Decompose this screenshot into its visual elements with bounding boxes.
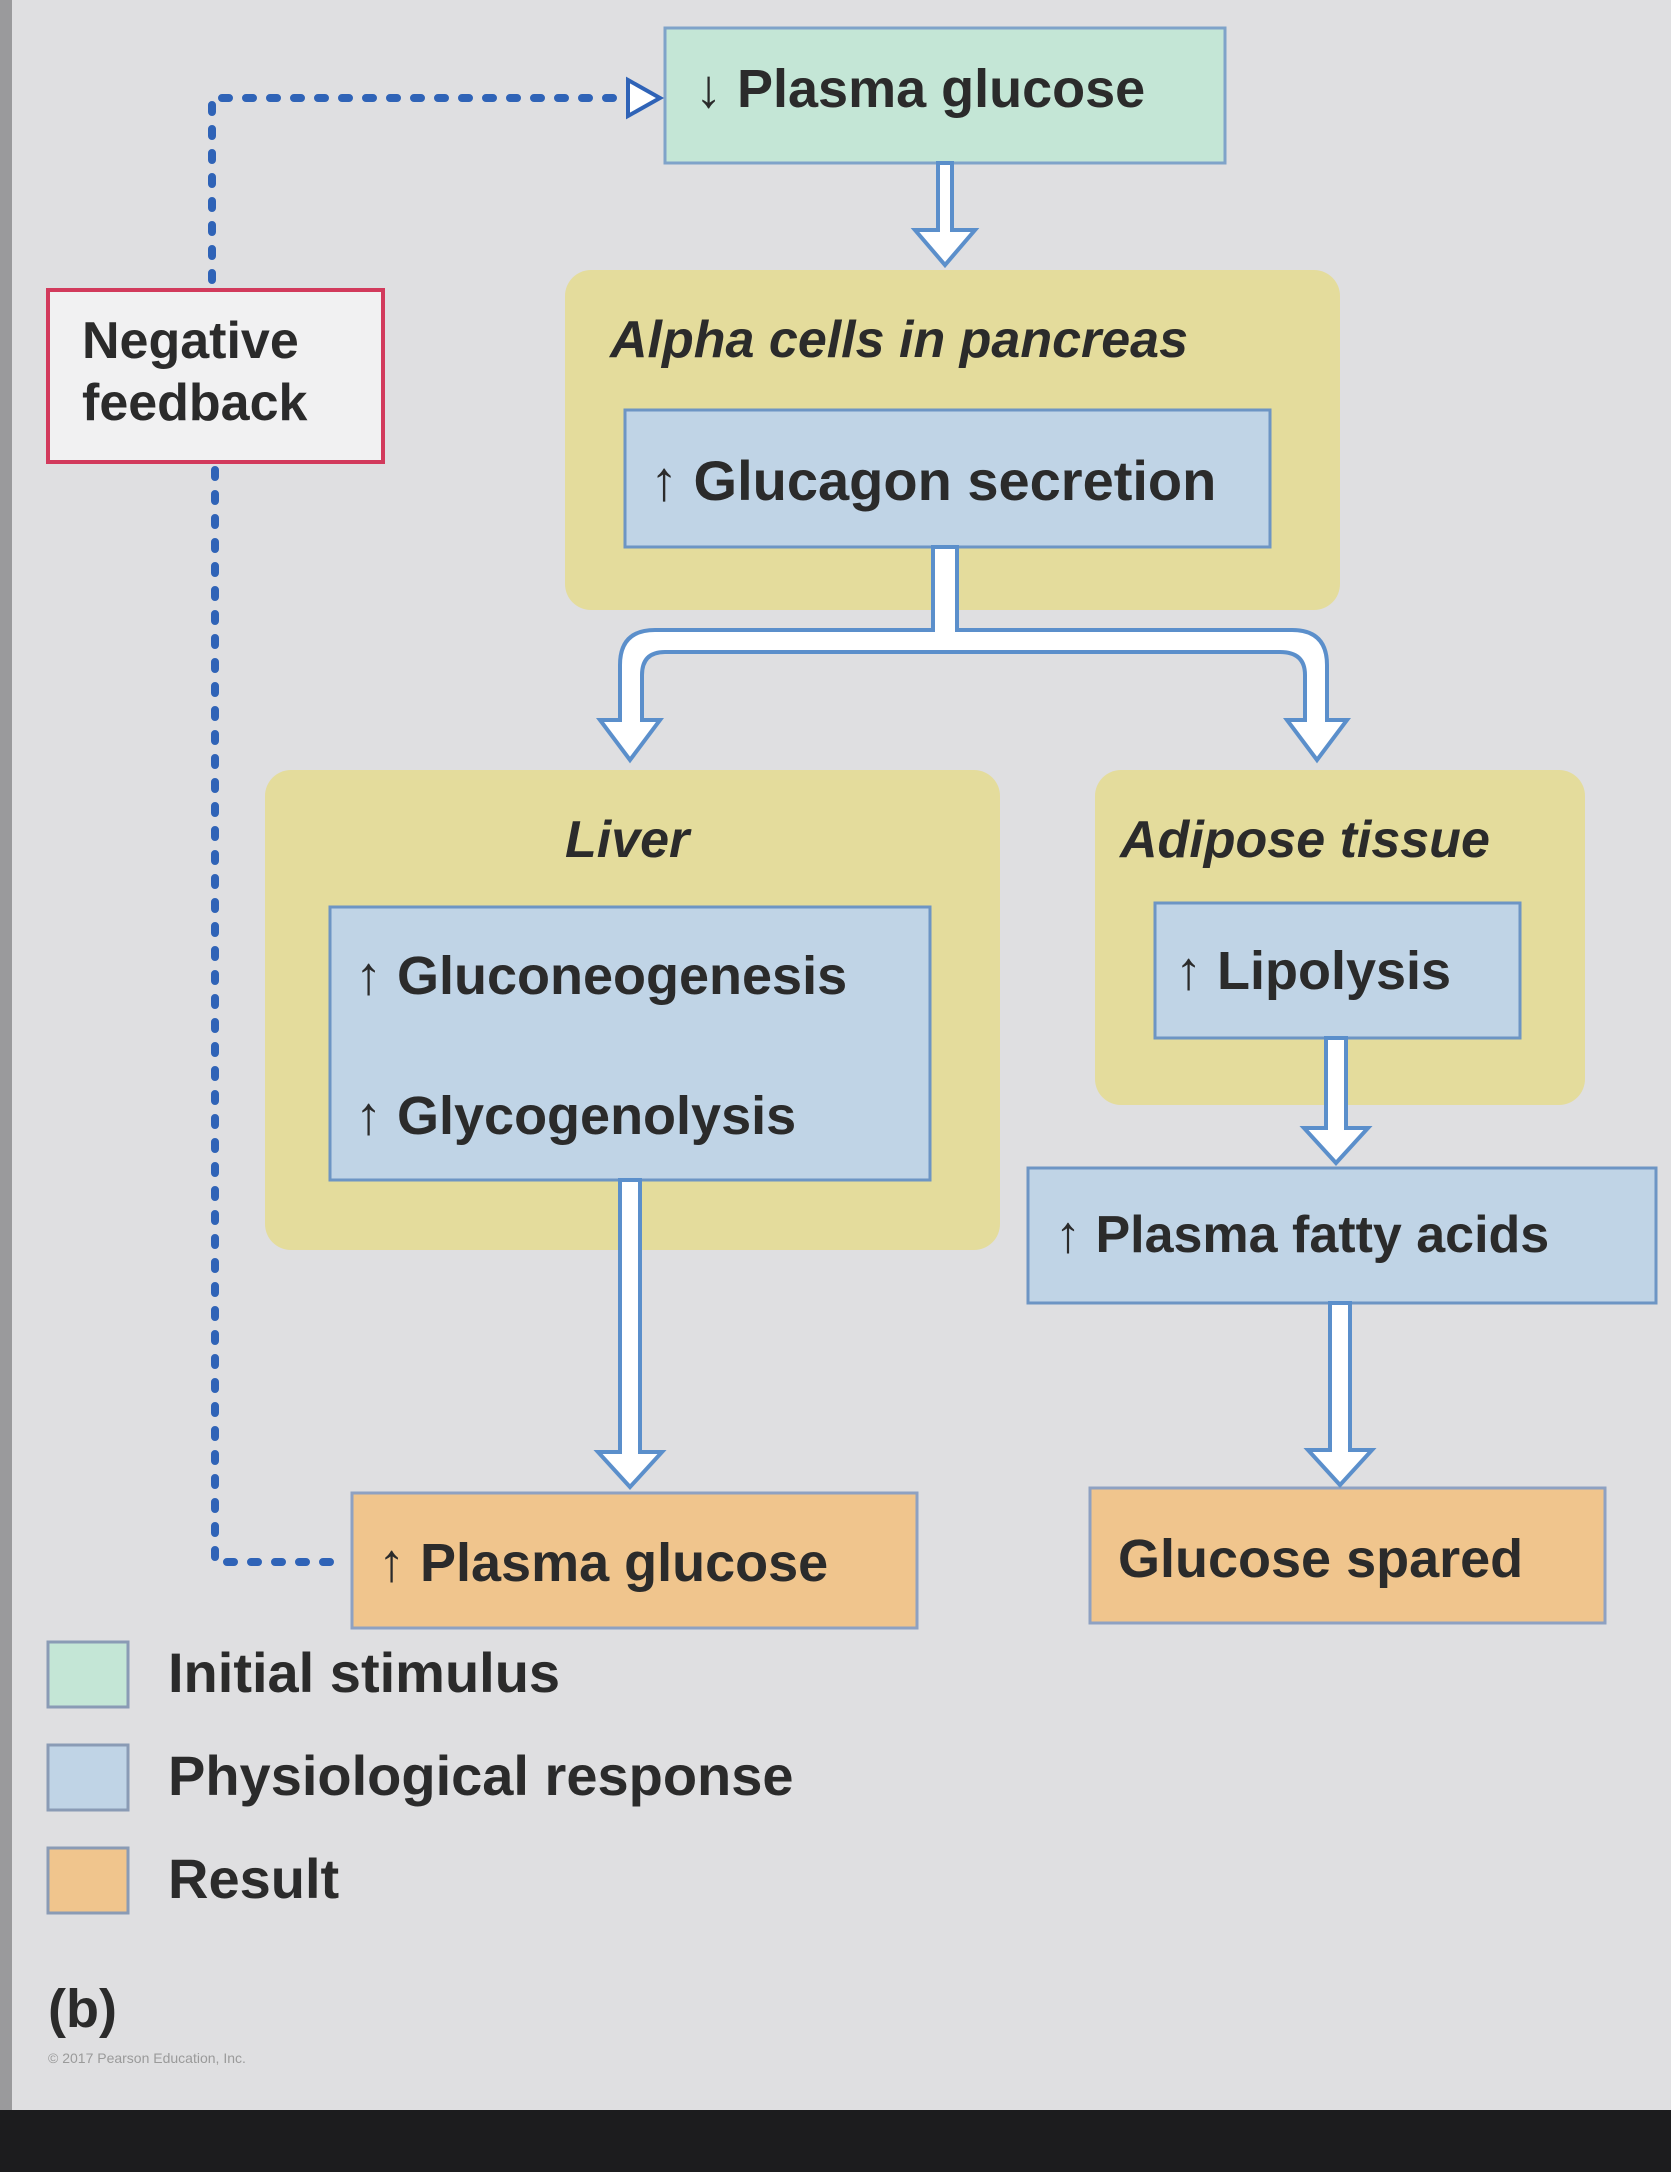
glucagon-secretion-label: ↑ Glucagon secretion <box>650 449 1217 512</box>
arrow-liver-to-result <box>593 1178 667 1490</box>
panel-label: (b) <box>48 1979 117 2039</box>
gluconeogenesis-label: ↑ Gluconeogenesis <box>355 946 848 1006</box>
lipolysis-box <box>1153 901 1522 1040</box>
arrow-pancreas-branch <box>596 545 1351 764</box>
negative-feedback-box <box>46 288 385 464</box>
legend-label-result: Result <box>168 1847 340 1910</box>
plasma-fatty-acids-label: ↑ Plasma fatty acids <box>1055 1206 1550 1264</box>
liver-region-label: Liver <box>565 811 690 869</box>
copyright-text: © 2017 Pearson Education, Inc. <box>48 2050 246 2066</box>
feedback-arrowhead <box>626 76 665 120</box>
initial-stimulus-label: ↓ Plasma glucose <box>695 59 1146 119</box>
negative-feedback-label: Negative feedback <box>82 312 308 432</box>
plasma-glucose-result-box <box>350 1491 919 1630</box>
legend-swatch-response <box>46 1743 130 1812</box>
legend-label-response: Physiological response <box>168 1744 794 1807</box>
feedback-dots-bottom <box>211 466 349 1566</box>
glucose-spared-label: Glucose spared <box>1118 1529 1524 1589</box>
plasma-glucose-result-label: ↑ Plasma glucose <box>378 1533 829 1593</box>
legend: Initial stimulus Physiological response … <box>168 1640 794 1911</box>
legend-label-stimulus: Initial stimulus <box>168 1641 561 1704</box>
liver-responses-list: ↑ Gluconeogenesis ↑ Glycogenolysis <box>355 945 847 1147</box>
pancreas-region-label: Alpha cells in pancreas <box>610 311 1189 369</box>
glycogenolysis-label: ↑ Glycogenolysis <box>355 1086 797 1146</box>
plasma-fatty-acids-box <box>1026 1166 1658 1305</box>
legend-swatch-stimulus <box>46 1640 130 1709</box>
arrow-lipolysis-to-fatty-acids <box>1299 1036 1373 1166</box>
page-shadow-left <box>0 0 12 2110</box>
legend-swatch-result <box>46 1846 130 1915</box>
adipose-region-label: Adipose tissue <box>1120 811 1490 869</box>
arrow-fatty-acids-to-spared <box>1303 1301 1377 1488</box>
liver-response-box <box>328 905 932 1182</box>
lipolysis-label: ↑ Lipolysis <box>1175 941 1452 1001</box>
glucose-spared-box <box>1088 1486 1607 1625</box>
arrow-stimulus-to-pancreas <box>910 161 980 269</box>
negative-feedback-loop <box>208 94 619 1566</box>
glucagon-secretion-box <box>623 408 1272 549</box>
